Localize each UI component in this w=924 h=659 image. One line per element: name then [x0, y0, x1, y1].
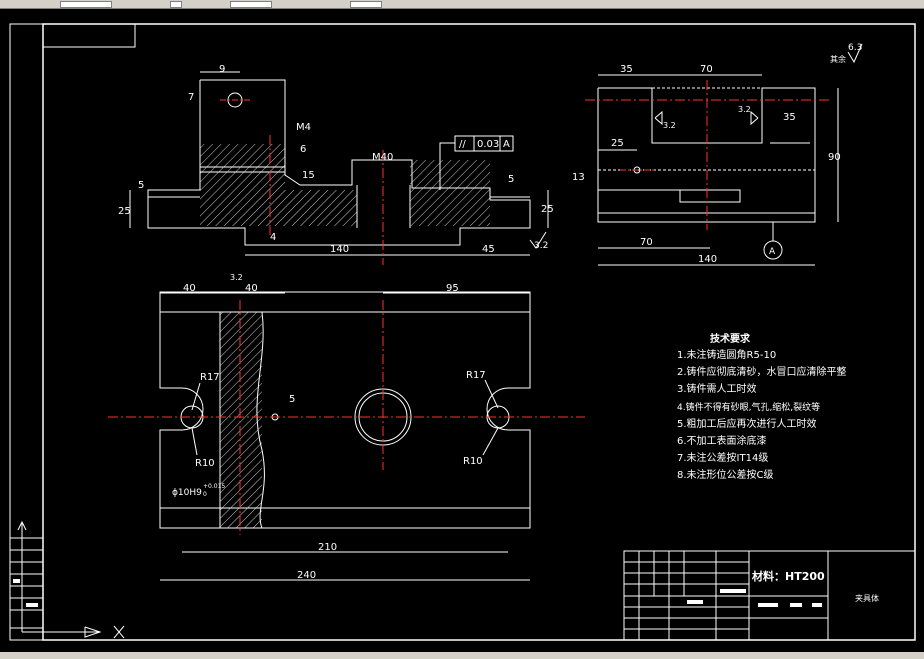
- dim-label: 3.2: [230, 273, 243, 282]
- part-name: 夹具体: [855, 593, 879, 603]
- dim-label: 70: [700, 64, 713, 75]
- dim-label: 210: [318, 542, 337, 553]
- tolerance-value: 0.03: [477, 139, 499, 150]
- outer-frame: [9, 23, 916, 641]
- note-item: 6.不加工表面涂底漆: [677, 434, 767, 447]
- ucs-x-arrow: [84, 626, 102, 638]
- corner-roughness-value: 6.3: [848, 43, 862, 53]
- stamp-mark: [13, 579, 20, 583]
- note-item: 8.未注形位公差按C级: [677, 468, 774, 481]
- roughness-symbol: [529, 231, 547, 249]
- corner-label-box: [42, 23, 136, 48]
- dim-label: 5: [289, 394, 295, 405]
- dim-label: 140: [330, 244, 349, 255]
- dim-label: 240: [297, 570, 316, 581]
- dim-label: +0.015: [203, 483, 225, 490]
- tolerance-symbol: //: [459, 139, 466, 150]
- tolerance-leader: [439, 142, 455, 190]
- plan-view: [159, 291, 531, 581]
- front-view: [129, 71, 549, 256]
- title-block-mark: [758, 603, 778, 607]
- side-outline: [597, 87, 816, 223]
- dim-label: R17: [466, 370, 486, 381]
- dim-label: M40: [372, 152, 393, 163]
- notes-title: 技术要求: [710, 332, 751, 345]
- note-item: 4.铸件不得有砂眼,气孔,缩松,裂纹等: [677, 401, 820, 413]
- front-outline: [147, 79, 531, 246]
- toolbar-segment[interactable]: [350, 1, 382, 8]
- dim-label: 25: [118, 206, 131, 217]
- front-hatch-left: [200, 144, 285, 226]
- corner-roughness: [847, 43, 863, 64]
- dim-label: 40: [245, 283, 258, 294]
- plan-leader-r17: [484, 379, 499, 409]
- dim-label: 140: [698, 254, 717, 265]
- datum-label: A: [769, 247, 776, 257]
- dim-label: 95: [446, 283, 459, 294]
- ucs-x-mark: [113, 625, 125, 639]
- title-block: [623, 550, 916, 641]
- stamp-table-frame: [9, 537, 44, 629]
- corner-roughness-note: 其余: [830, 54, 846, 64]
- side-boss: [679, 189, 741, 203]
- stamp-mark: [26, 603, 38, 607]
- title-block-mark: [720, 589, 746, 593]
- dim-label: 45: [482, 244, 495, 255]
- side-roughness-right: [750, 110, 759, 126]
- dim-label: 3.2: [738, 105, 751, 114]
- dim-label: 15: [302, 170, 315, 181]
- dim-label: 5: [508, 174, 514, 185]
- tolerance-datum: A: [503, 139, 510, 150]
- note-item: 5.粗加工后应再次进行人工时效: [677, 417, 817, 430]
- material-label: 材料：HT200: [752, 569, 825, 583]
- dim-label: 4: [270, 232, 276, 243]
- inner-frame: [42, 23, 916, 641]
- dim-label: ϕ10H9: [172, 488, 202, 498]
- title-block-mark: [812, 603, 822, 607]
- dim-label: 35: [783, 112, 796, 123]
- note-item: 2.铸件应彻底清砂，水冒口应清除平整: [677, 365, 847, 378]
- dim-label: R10: [195, 458, 215, 469]
- toolbar-segment[interactable]: [60, 1, 112, 8]
- title-block-mark: [790, 603, 802, 607]
- toolbar-segment[interactable]: [230, 1, 272, 8]
- dim-label: 25: [611, 138, 624, 149]
- roughness-label: 3.2: [534, 241, 548, 251]
- plan-leader-r17: [191, 382, 201, 411]
- dim-label: 9: [219, 64, 225, 75]
- side-roughness-left: [654, 110, 663, 126]
- dim-label: 90: [828, 152, 841, 163]
- front-hatch-mid: [285, 190, 357, 226]
- dim-label: 40: [183, 283, 196, 294]
- side-view: [597, 43, 863, 266]
- window-top-bar: [0, 0, 924, 9]
- front-hatch-right: [410, 160, 490, 226]
- window-bottom-bar: [0, 652, 924, 659]
- ucs-y-arrow: [17, 520, 27, 531]
- dim-label: 7: [188, 92, 194, 103]
- ucs-icon: [17, 520, 125, 639]
- dim-label: 13: [572, 172, 585, 183]
- dim-label: 5: [138, 180, 144, 191]
- plan-leader-r10: [482, 427, 499, 456]
- dim-label: 0: [203, 491, 207, 498]
- dim-label: 70: [640, 237, 653, 248]
- dim-label: 3.2: [663, 121, 676, 130]
- plan-break: [219, 311, 265, 529]
- dim-label: R10: [463, 456, 483, 467]
- dim-label: 6: [300, 144, 306, 155]
- dim-label: M4: [296, 122, 311, 133]
- note-item: 7.未注公差按IT14级: [677, 451, 768, 464]
- plan-hatch: [220, 312, 262, 528]
- plan-leader-r10: [191, 427, 198, 456]
- note-item: 1.未注铸造圆角R5-10: [677, 348, 776, 361]
- dim-label: R17: [200, 372, 220, 383]
- plan-outline: [159, 291, 531, 529]
- title-block-mark: [687, 600, 703, 604]
- dim-label: 35: [620, 64, 633, 75]
- toolbar-segment[interactable]: [170, 1, 182, 8]
- note-item: 3.铸件需人工时效: [677, 382, 757, 395]
- dim-label: 25: [541, 204, 554, 215]
